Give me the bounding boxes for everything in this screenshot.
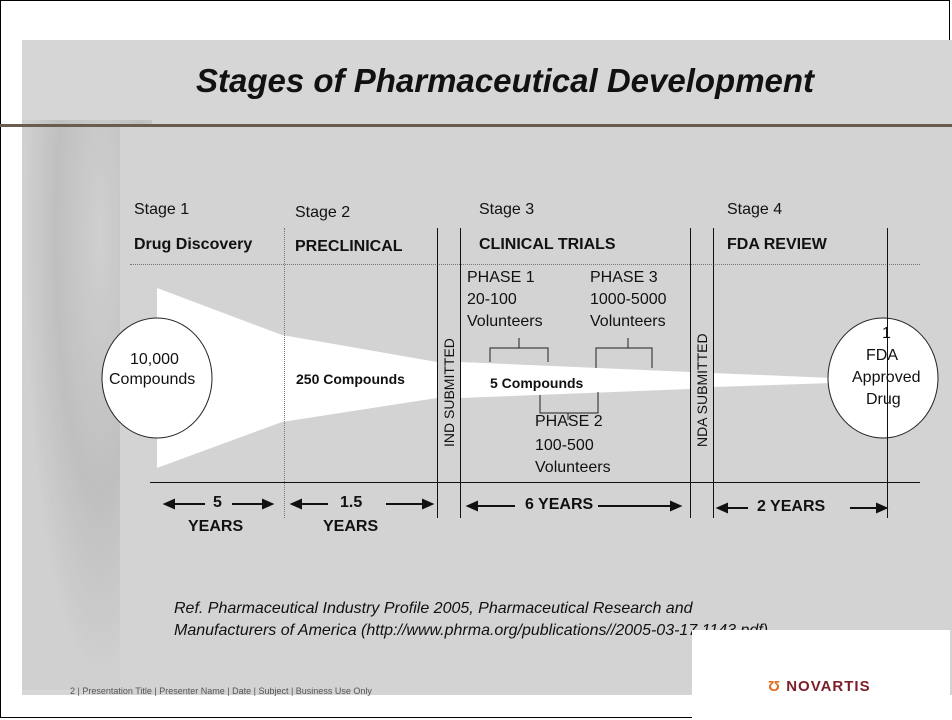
slide-footer: 2 | Presentation Title | Presenter Name … <box>70 686 372 696</box>
duration-4-label: 2 YEARS <box>757 498 826 515</box>
title-divider <box>0 124 952 127</box>
stage-4-end-line <box>887 228 888 518</box>
phase-3-volunteers: Volunteers <box>590 313 666 330</box>
duration-1-number: 5 <box>213 494 222 511</box>
duration-1-unit: YEARS <box>188 518 244 535</box>
logo-panel <box>692 630 950 718</box>
header-rule <box>130 264 920 265</box>
fda-approved-circle <box>827 317 939 439</box>
novartis-logo-mark: Ʊ <box>768 678 782 695</box>
fda-count: 1 <box>882 325 891 342</box>
stage-2-name: PRECLINICAL <box>295 238 403 255</box>
phase-1-bracket <box>489 338 549 362</box>
stage-3-label: Stage 3 <box>479 201 535 218</box>
stage-4-label: Stage 4 <box>727 201 783 218</box>
reference-text: Ref. Pharmaceutical Industry Profile 200… <box>174 598 768 642</box>
funnel-stage-3 <box>460 362 690 398</box>
compounds-10000-unit: Compounds <box>109 371 196 388</box>
reference-line-1: Ref. Pharmaceutical Industry Profile 200… <box>174 600 693 617</box>
stage-1-label: Stage 1 <box>134 201 190 218</box>
phase-1-range: 20-100 <box>467 291 517 308</box>
compounds-250-label: 250 Compounds <box>296 371 405 387</box>
fda-label: FDA <box>866 347 898 364</box>
stage-4-name: FDA REVIEW <box>727 236 827 253</box>
duration-2-unit: YEARS <box>323 518 379 535</box>
phase-2-range: 100-500 <box>535 437 594 454</box>
reference-line-2: Manufacturers of America (http://www.phr… <box>174 622 769 639</box>
ind-submitted-label: IND SUBMITTED <box>441 338 457 447</box>
nda-line-right <box>713 228 714 518</box>
phase-3-title: PHASE 3 <box>590 269 658 286</box>
stage-1-name: Drug Discovery <box>134 236 253 253</box>
fda-drug-label: Drug <box>866 391 901 408</box>
ind-line-left <box>437 228 438 518</box>
funnel-stage-2 <box>282 335 437 422</box>
phase-3-bracket <box>595 338 653 368</box>
phase-3-range: 1000-5000 <box>590 291 667 308</box>
compounds-5-label: 5 Compounds <box>490 375 584 391</box>
nda-submitted-label: NDA SUBMITTED <box>694 333 710 447</box>
duration-3-label: 6 YEARS <box>525 496 594 513</box>
stage-divider-1 <box>284 228 285 518</box>
phase-1-volunteers: Volunteers <box>467 313 543 330</box>
compounds-10000-count: 10,000 <box>130 351 179 368</box>
phase-2-bracket <box>539 392 599 420</box>
phase-2-title: PHASE 2 <box>535 413 603 430</box>
phase-1-title: PHASE 1 <box>467 269 535 286</box>
stage-3-name: CLINICAL TRIALS <box>479 236 616 253</box>
novartis-logo: Ʊ NOVARTIS <box>768 678 871 695</box>
funnel-stage-4 <box>713 373 832 387</box>
duration-2-number: 1.5 <box>340 494 363 511</box>
slide-title: Stages of Pharmaceutical Development <box>196 62 815 99</box>
novartis-logo-text: NOVARTIS <box>786 678 871 695</box>
duration-baseline <box>150 482 920 483</box>
ind-line-right <box>460 228 461 518</box>
stage-2-label: Stage 2 <box>295 204 351 221</box>
nda-line-left <box>690 228 691 518</box>
compounds-10000-circle <box>101 317 213 439</box>
phase-2-volunteers: Volunteers <box>535 459 611 476</box>
fda-approved-label: Approved <box>852 369 921 386</box>
